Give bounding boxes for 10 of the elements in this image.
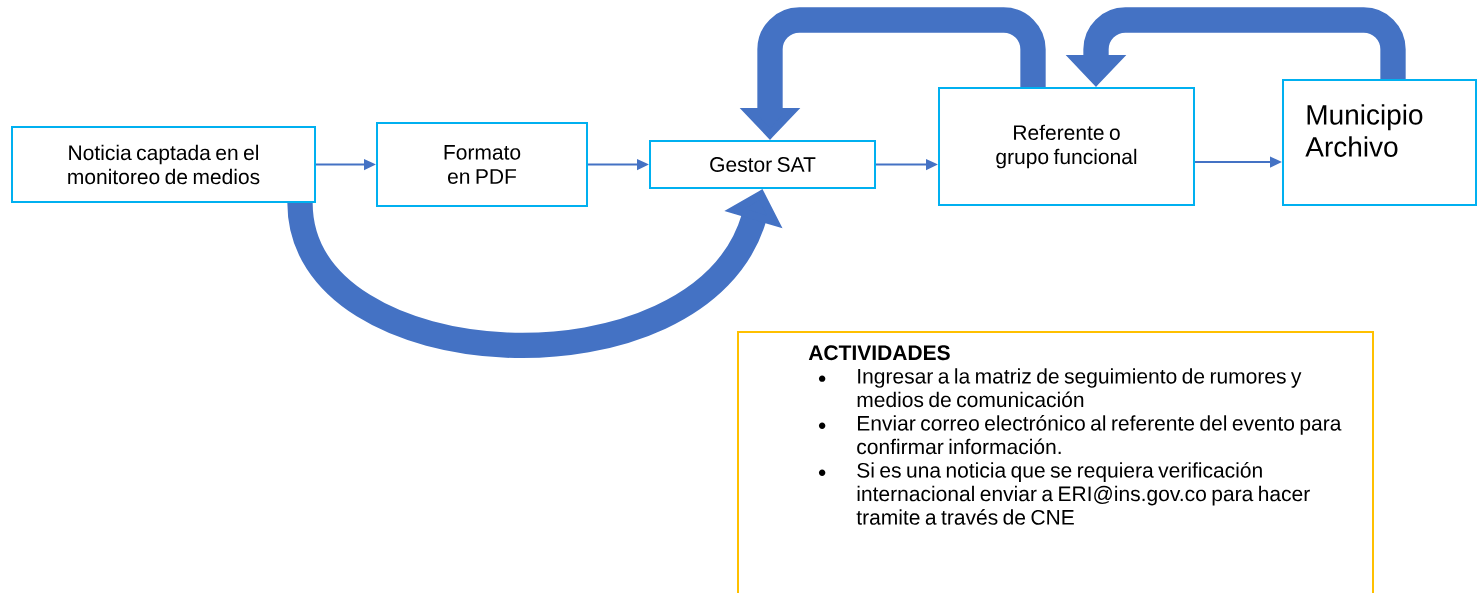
activities-box: ACTIVIDADES Ingresar a la matriz de seguimiento de rumores y medios de comunicación Enviar correo electrónico al referente del evento para confirmar información. Si es una noticia que se requiera verificación internacional enviar a ERI@ins.gov.co para hacer tramite a través de CNE	[737, 331, 1374, 594]
process-box: Noticia captada en el monitoreo de medios	[11, 126, 316, 203]
node-label: Ingresar a la matriz de seguimiento de rumores y medios de comunicación	[857, 368, 1302, 408]
process-box: Formato en PDF	[376, 122, 588, 207]
node-label: ACTIVIDADES	[808, 345, 950, 361]
process-box: Municipio Archivo	[1282, 79, 1477, 206]
process-box: Gestor SAT	[649, 140, 876, 189]
node-label: Enviar correo electrónico al referente del evento para confirmar información.	[857, 415, 1342, 455]
process-box: Referente o grupo funcional	[938, 87, 1195, 206]
node-label: Si es una noticia que se requiera verificación internacional enviar a ERI@ins.gov.co para hacer tramite a través de CNE	[856, 462, 1310, 525]
